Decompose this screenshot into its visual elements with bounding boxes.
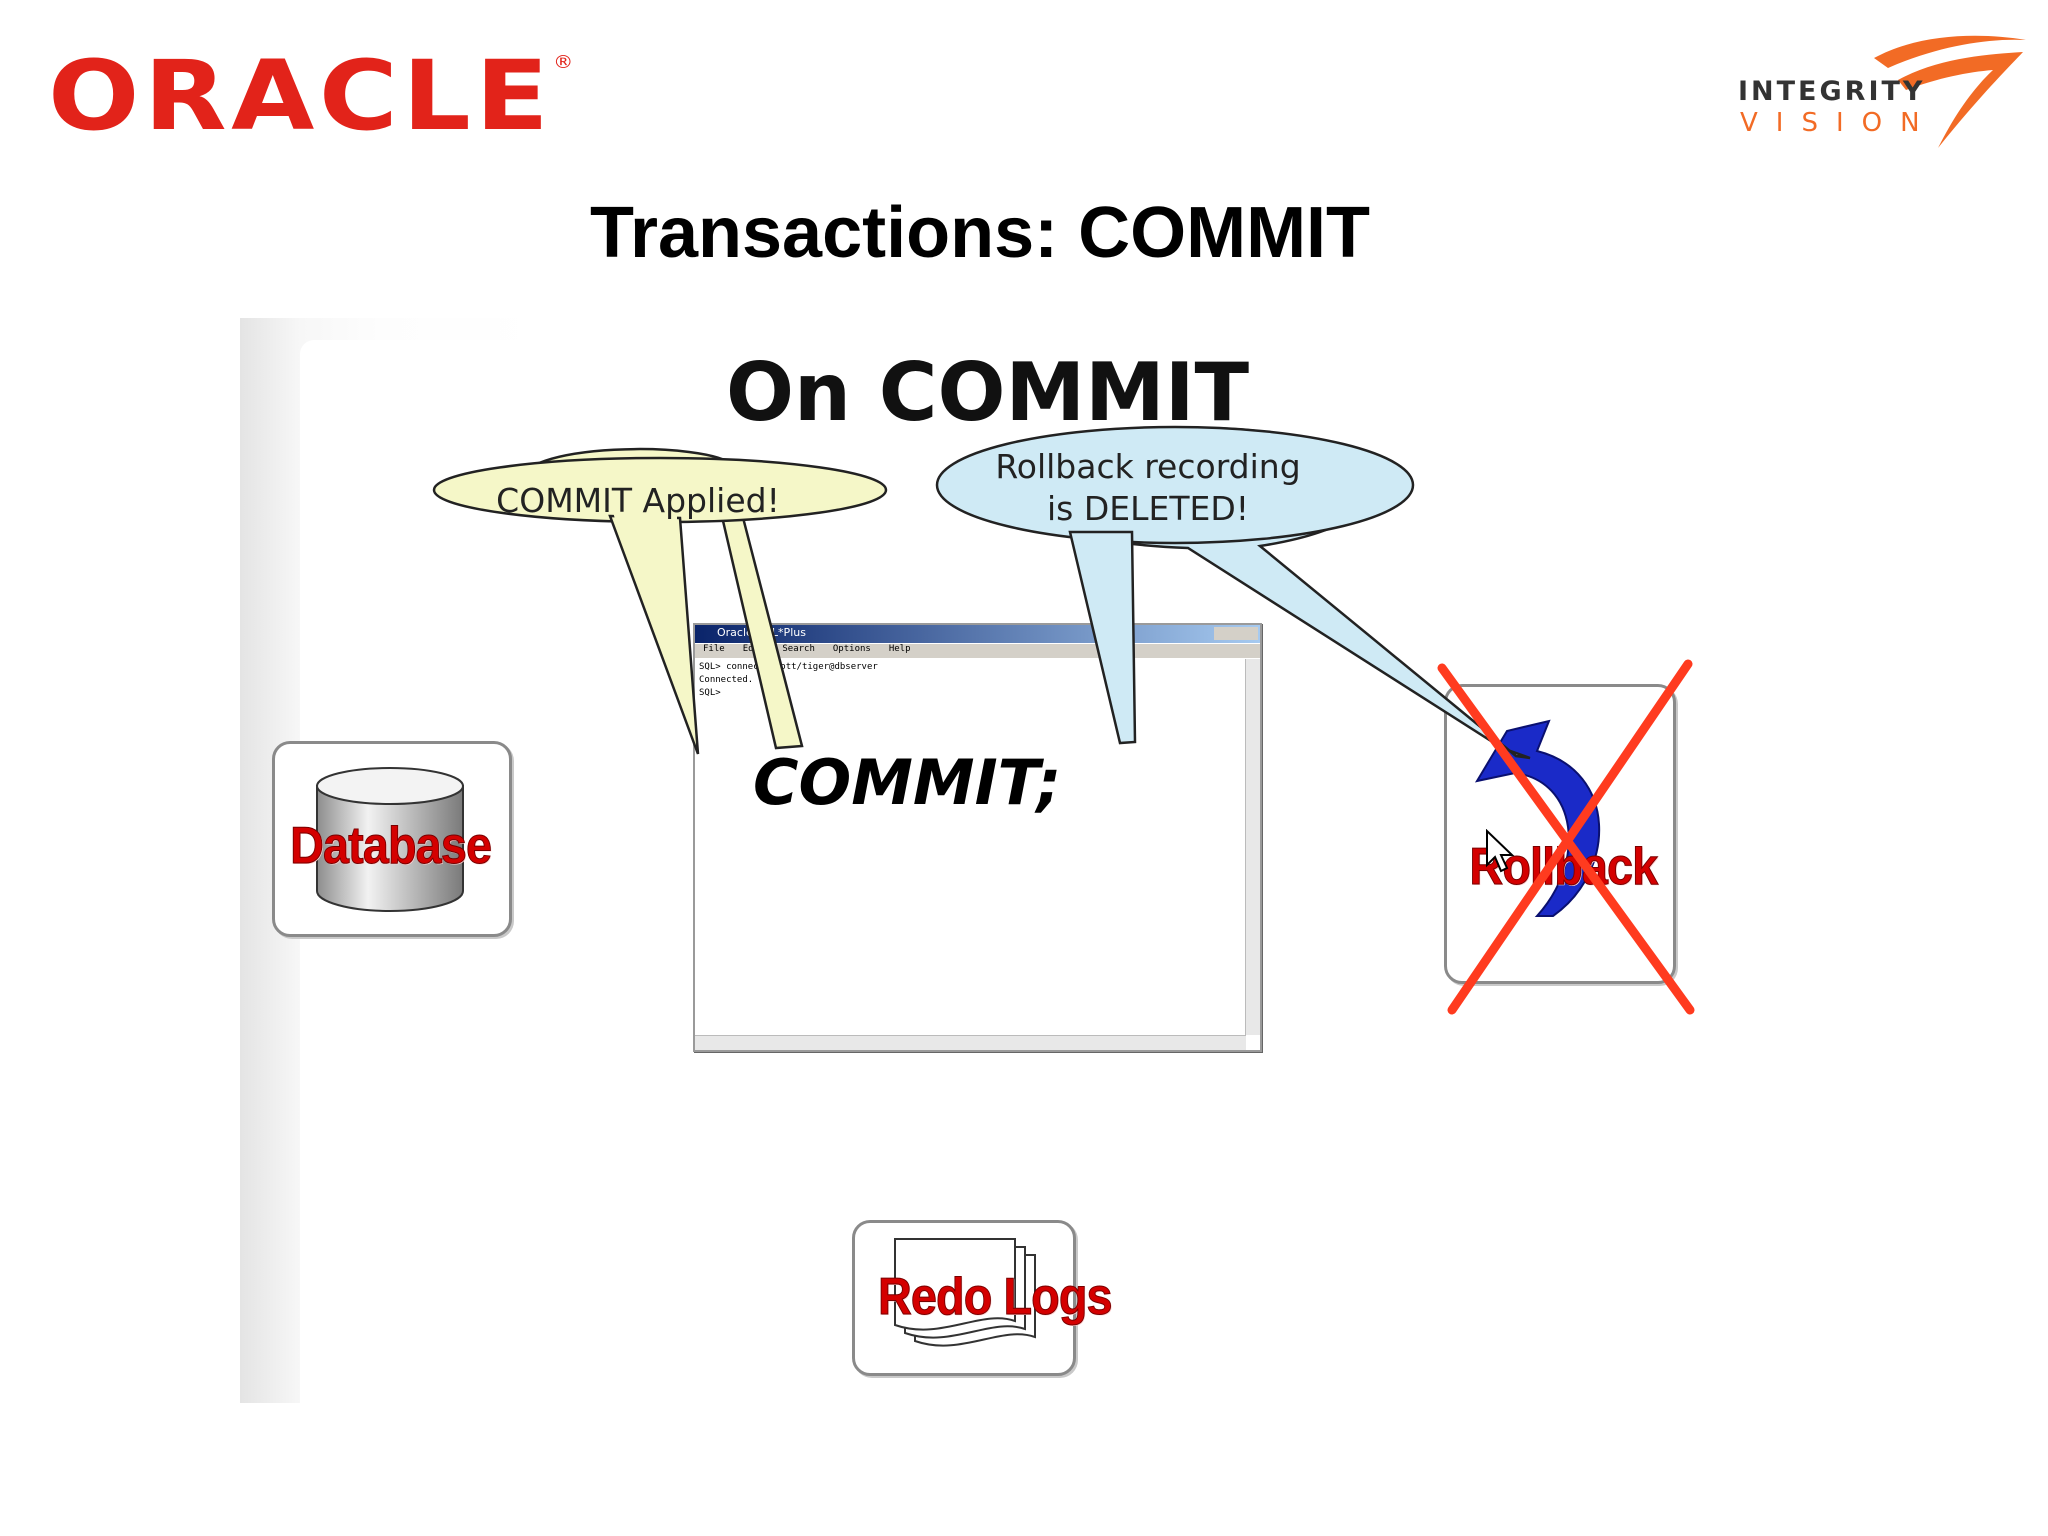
console-line: SQL> connect scott/tiger@dbserver bbox=[699, 662, 878, 672]
slide-title: Transactions: COMMIT bbox=[589, 193, 1371, 273]
menu-search: Search bbox=[782, 644, 815, 654]
mouse-pointer-icon bbox=[1486, 829, 1515, 873]
menu-options: Options bbox=[832, 644, 871, 654]
commit-applied-bubble-text: COMMIT Applied! bbox=[496, 481, 780, 520]
integrity-word: INTEGRITY bbox=[1738, 76, 1926, 107]
redo-logs-tile: Redo Logs bbox=[852, 1220, 1113, 1376]
rollback-bubble-line1: Rollback recording bbox=[995, 447, 1301, 486]
registered-mark: ® bbox=[553, 52, 578, 73]
integrity-vision-logo: INTEGRITY VISION bbox=[1738, 35, 2026, 152]
console-line: Connected. bbox=[699, 675, 754, 685]
console-line: SQL> bbox=[699, 688, 721, 698]
vision-word: VISION bbox=[1740, 108, 1938, 138]
oracle-wordmark: ORACLE bbox=[48, 40, 554, 152]
rollback-deleted-bubble-text: Rollback recording is DELETED! bbox=[908, 446, 1388, 530]
oracle-logo: ORACLE® bbox=[48, 48, 578, 144]
diagram-heading: On COMMIT bbox=[725, 346, 1250, 439]
rollback-arrow-icon bbox=[1474, 719, 1601, 917]
database-cylinder-icon bbox=[316, 767, 464, 912]
document-stack-icon bbox=[894, 1238, 1036, 1347]
menu-file: File bbox=[703, 644, 725, 654]
horizontal-scrollbar bbox=[695, 1035, 1246, 1050]
sqlplus-window: Oracle SQL*Plus FileEditSearchOptionsHel… bbox=[693, 623, 1262, 1052]
database-tile: Database bbox=[272, 741, 512, 937]
database-label: Database bbox=[290, 817, 493, 876]
vertical-scrollbar bbox=[1245, 659, 1260, 1035]
commit-command-text: COMMIT; bbox=[753, 746, 1062, 819]
redo-logs-label: Redo Logs bbox=[877, 1268, 1114, 1327]
red-cross-icon bbox=[1437, 659, 1695, 1015]
diagram-panel: On COMMIT Oracle SQL*Plus FileEditSearch… bbox=[240, 318, 1735, 1403]
window-controls-icon bbox=[1214, 627, 1258, 640]
swoosh-icon bbox=[1874, 35, 2026, 148]
speech-bubbles-overlay bbox=[432, 425, 1531, 760]
menu-help: Help bbox=[888, 644, 911, 654]
rollback-bubble-line2: is DELETED! bbox=[1047, 489, 1249, 528]
